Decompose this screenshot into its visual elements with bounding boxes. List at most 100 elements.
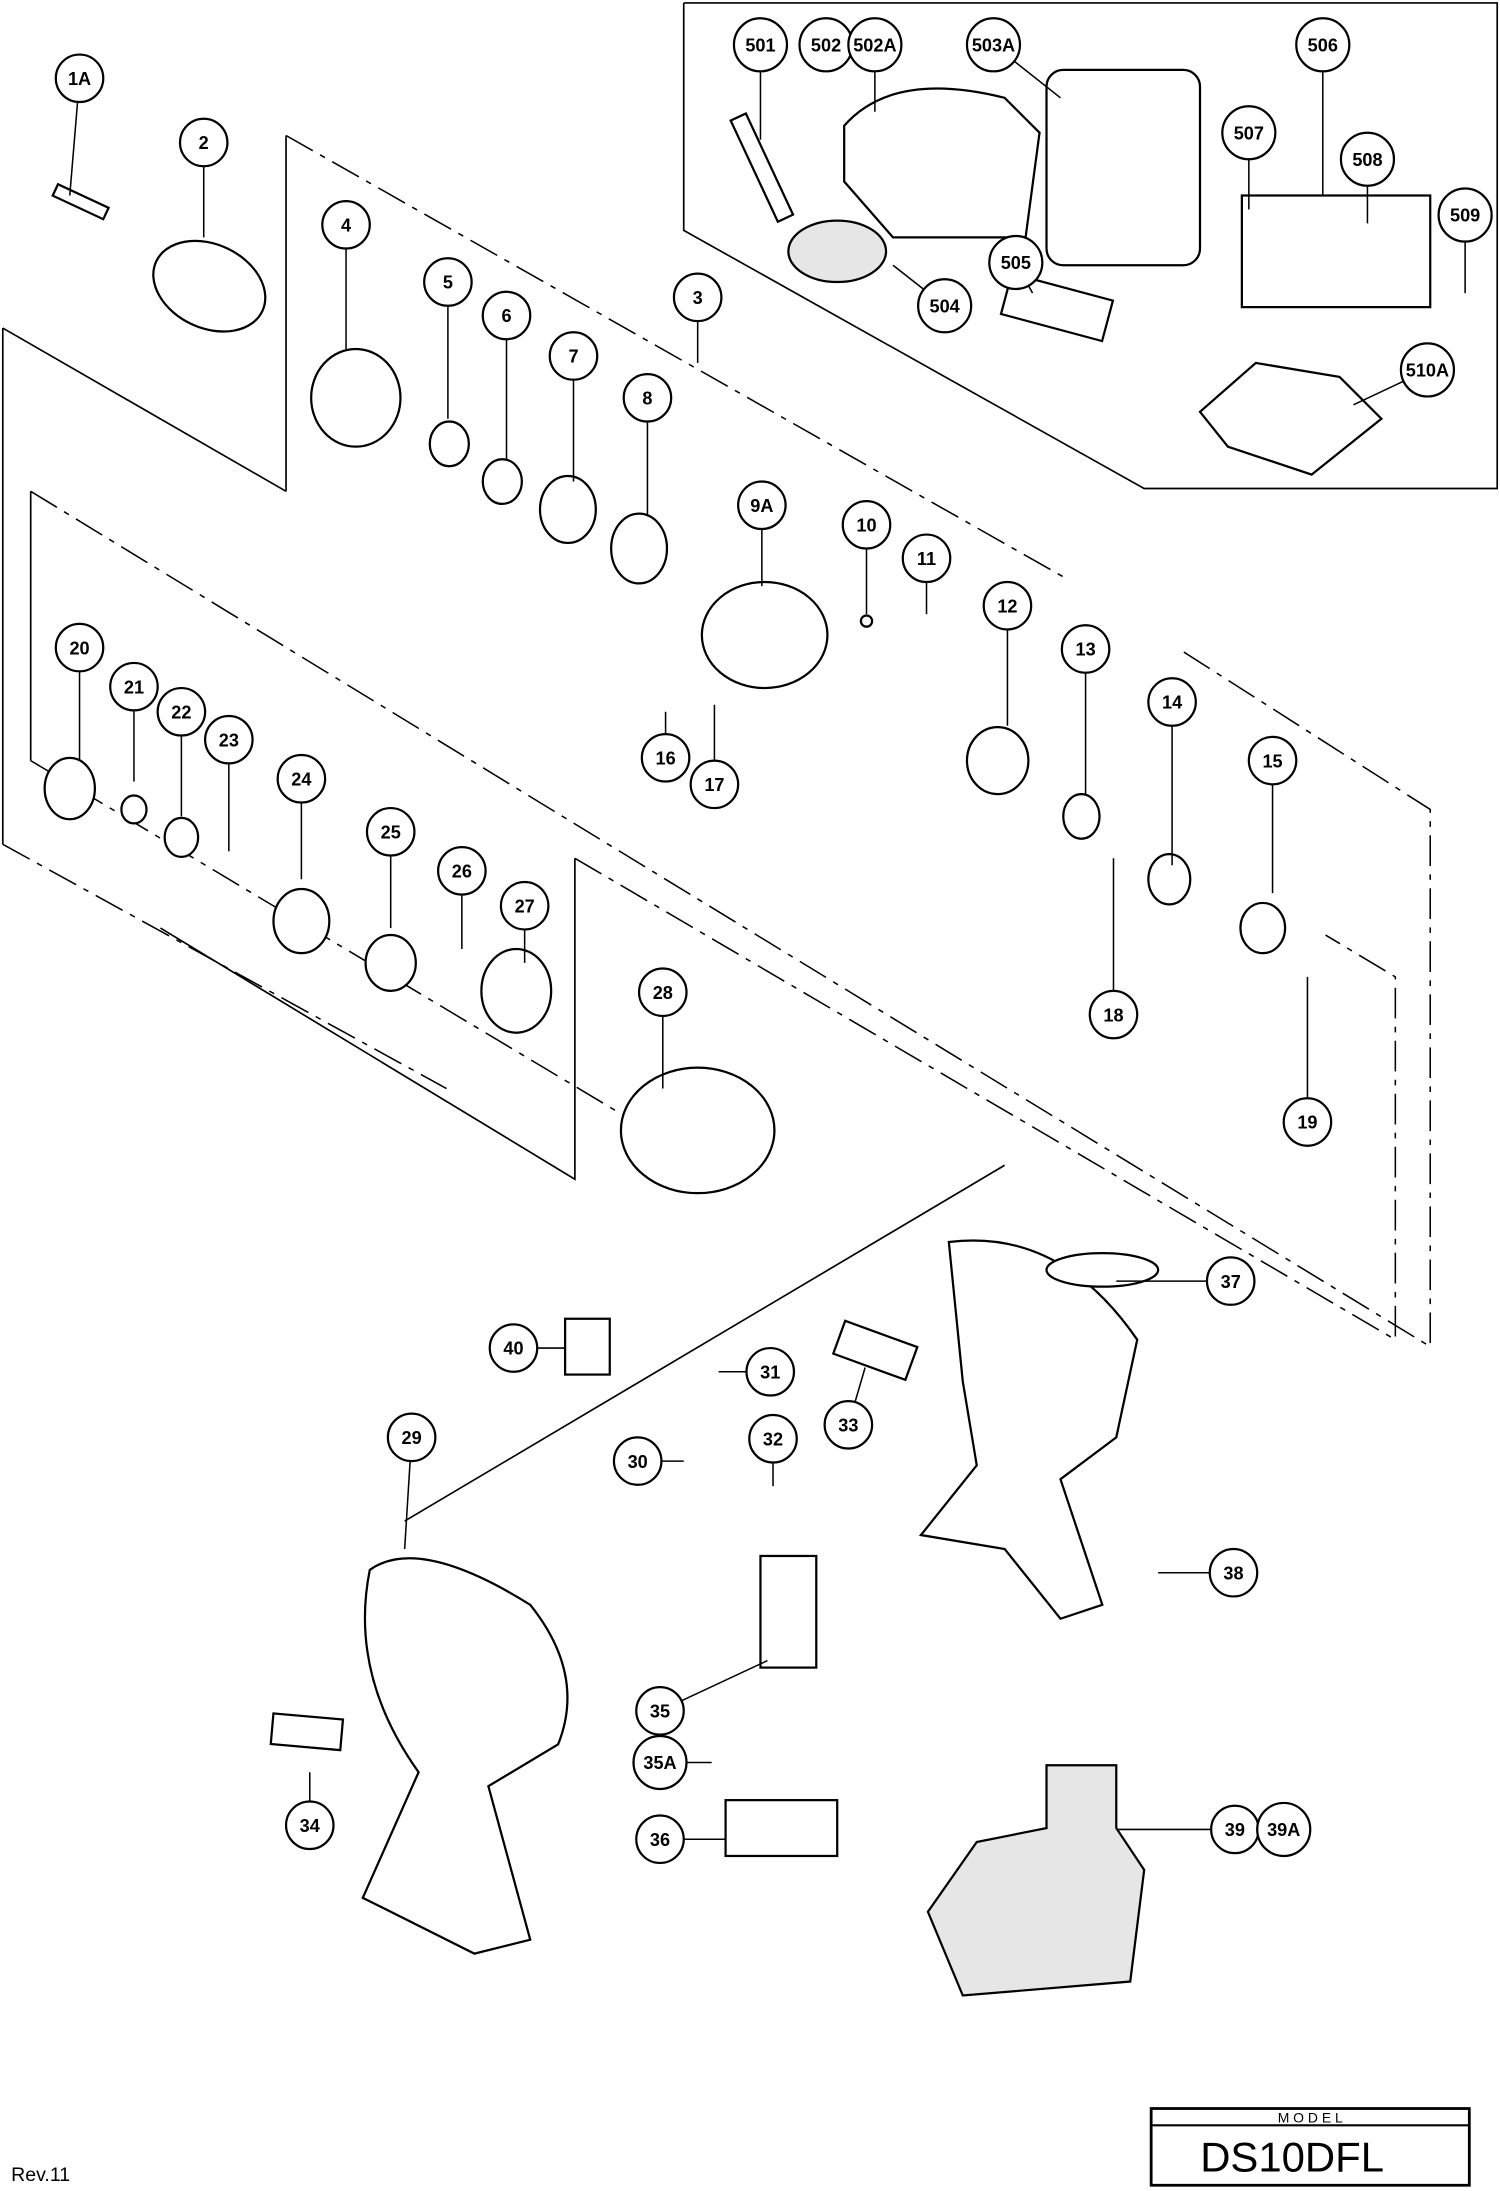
callout-26[interactable]: 26 <box>437 846 487 896</box>
callout-label: 508 <box>1352 150 1382 170</box>
hook-505 <box>999 272 1115 343</box>
callout-label: 39A <box>1267 1820 1300 1840</box>
callout-label: 5 <box>443 273 453 293</box>
ring-12 <box>965 726 1030 796</box>
callout-19[interactable]: 19 <box>1282 1097 1333 1147</box>
callout-22[interactable]: 22 <box>156 686 207 737</box>
callout-34[interactable]: 34 <box>284 1800 335 1851</box>
callout-label: 31 <box>760 1362 780 1382</box>
callout-33[interactable]: 33 <box>823 1399 874 1450</box>
washer-14 <box>1147 852 1192 906</box>
chuck-bolt <box>51 182 111 221</box>
callout-16[interactable]: 16 <box>640 732 691 783</box>
callout-509[interactable]: 509 <box>1437 187 1493 243</box>
callout-12[interactable]: 12 <box>982 580 1033 631</box>
callout-2[interactable]: 2 <box>178 117 229 168</box>
callout-label: 29 <box>402 1428 422 1448</box>
callout-30[interactable]: 30 <box>612 1436 663 1486</box>
callout-4[interactable]: 4 <box>321 199 371 250</box>
frame-line <box>285 134 1068 580</box>
callout-40[interactable]: 40 <box>488 1323 539 1373</box>
callout-label: 22 <box>171 702 191 722</box>
callout-3[interactable]: 3 <box>672 272 723 323</box>
washer-21 <box>120 794 148 825</box>
callout-label: 501 <box>745 36 775 56</box>
housing-right <box>918 1239 1139 1621</box>
callout-507[interactable]: 507 <box>1221 105 1277 161</box>
callout-31[interactable]: 31 <box>745 1346 796 1397</box>
callout-label: 11 <box>917 549 936 569</box>
callout-27[interactable]: 27 <box>499 880 550 931</box>
callout-510a[interactable]: 510A <box>1399 342 1456 398</box>
callout-label: 505 <box>1001 253 1031 273</box>
callout-17[interactable]: 17 <box>689 759 740 810</box>
charger <box>843 87 1041 239</box>
callout-label: 33 <box>838 1416 858 1436</box>
callout-5[interactable]: 5 <box>423 257 473 307</box>
callout-25[interactable]: 25 <box>365 806 416 857</box>
callout-24[interactable]: 24 <box>276 753 327 804</box>
callout-18[interactable]: 18 <box>1088 989 1139 1040</box>
carrying-case <box>1045 68 1202 267</box>
callout-label: 36 <box>650 1830 670 1850</box>
callout-20[interactable]: 20 <box>54 622 105 673</box>
callouts: 1A24567839A10111213141516171819202122232… <box>54 17 1493 1865</box>
plate-25 <box>364 933 417 992</box>
steel-ball <box>859 614 874 628</box>
callout-21[interactable]: 21 <box>109 661 159 712</box>
callout-1a[interactable]: 1A <box>54 53 105 104</box>
callout-28[interactable]: 28 <box>637 967 688 1018</box>
callout-36[interactable]: 36 <box>635 1814 685 1865</box>
callout-label: 510A <box>1406 361 1449 381</box>
callout-505[interactable]: 505 <box>988 234 1044 291</box>
callout-label: 28 <box>653 983 673 1003</box>
callout-label: 13 <box>1075 640 1095 660</box>
callout-23[interactable]: 23 <box>204 714 254 765</box>
frame-line <box>160 858 576 1181</box>
callout-39[interactable]: 39 <box>1210 1804 1260 1855</box>
callout-label: 9A <box>750 496 773 516</box>
callout-503a[interactable]: 503A <box>965 17 1022 73</box>
callout-506[interactable]: 506 <box>1295 17 1351 73</box>
callout-label: 3 <box>693 288 703 308</box>
callout-38[interactable]: 38 <box>1208 1547 1259 1598</box>
callout-label: 504 <box>930 296 960 316</box>
motor <box>619 1066 776 1195</box>
callout-35a[interactable]: 35A <box>632 1734 688 1791</box>
ring-24 <box>272 887 331 955</box>
callout-label: 37 <box>1221 1272 1241 1292</box>
callout-label: 507 <box>1234 123 1264 143</box>
callout-14[interactable]: 14 <box>1147 677 1197 727</box>
frame-line <box>574 857 1397 1342</box>
callout-label: 4 <box>341 216 351 236</box>
callout-508[interactable]: 508 <box>1339 131 1396 187</box>
callout-15[interactable]: 15 <box>1247 735 1298 786</box>
callout-label: 12 <box>997 596 1017 616</box>
callout-29[interactable]: 29 <box>386 1412 437 1463</box>
callout-11[interactable]: 11 <box>901 533 952 584</box>
callout-37[interactable]: 37 <box>1205 1256 1256 1306</box>
callout-501[interactable]: 501 <box>732 17 789 73</box>
callout-label: 2 <box>199 133 209 153</box>
callout-6[interactable]: 6 <box>481 290 532 341</box>
callout-32[interactable]: 32 <box>748 1413 798 1464</box>
callout-label: 24 <box>291 769 311 789</box>
callout-10[interactable]: 10 <box>841 499 892 550</box>
callout-label: 502A <box>853 36 896 56</box>
callout-label: 14 <box>1162 693 1182 713</box>
callout-502[interactable]: 502 <box>798 17 854 73</box>
callout-13[interactable]: 13 <box>1060 624 1111 674</box>
battery-cover-504 <box>787 219 888 284</box>
callout-label: 39 <box>1225 1820 1245 1840</box>
clutch-ring <box>310 347 402 448</box>
callout-35[interactable]: 35 <box>635 1686 685 1736</box>
callout-502a[interactable]: 502A <box>847 17 903 73</box>
callout-8[interactable]: 8 <box>622 372 673 423</box>
callout-7[interactable]: 7 <box>548 331 599 381</box>
callout-9a[interactable]: 9A <box>737 480 787 531</box>
callout-label: 8 <box>642 389 652 409</box>
frame-line <box>30 490 1431 1349</box>
callout-39a[interactable]: 39A <box>1256 1801 1312 1858</box>
callout-504[interactable]: 504 <box>917 278 973 334</box>
